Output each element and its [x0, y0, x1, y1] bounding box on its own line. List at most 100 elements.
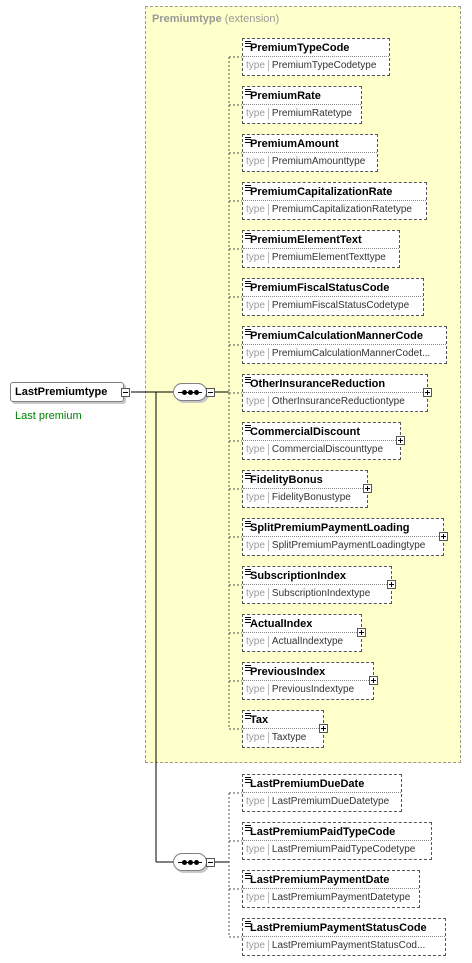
element-type: PremiumCalculationMannerCodet...	[267, 348, 431, 359]
element-marker-icon	[245, 425, 251, 431]
type-label: type	[246, 588, 265, 599]
type-label: type	[246, 796, 265, 807]
element-name: PremiumFiscalStatusCode	[243, 279, 423, 297]
element-type: PremiumFiscalStatusCodetype	[267, 300, 410, 311]
element-type: Taxtype	[267, 732, 307, 743]
element-name: PremiumCalculationMannerCode	[243, 327, 446, 345]
element-name: PremiumElementText	[243, 231, 399, 249]
sequence-bottom-collapse-icon[interactable]	[206, 858, 215, 867]
type-label: type	[246, 844, 265, 855]
expand-icon[interactable]	[363, 484, 372, 493]
element-name: PremiumRate	[243, 87, 361, 105]
element-marker-icon	[245, 873, 251, 879]
type-label: type	[246, 396, 265, 407]
type-label: type	[246, 156, 265, 167]
element-name: CommercialDiscount	[243, 423, 400, 441]
expand-icon[interactable]	[369, 676, 378, 685]
element-marker-icon	[245, 473, 251, 479]
element-type: OtherInsuranceReductiontype	[267, 396, 405, 407]
expand-icon[interactable]	[396, 436, 405, 445]
element-type: LastPremiumPaidTypeCodetype	[267, 844, 416, 855]
type-label: type	[246, 300, 265, 311]
expand-icon[interactable]	[319, 724, 328, 733]
type-label: type	[246, 204, 265, 215]
type-label: type	[246, 940, 265, 951]
sequence-top-collapse-icon[interactable]	[206, 388, 215, 397]
root-element[interactable]: LastPremiumtype	[10, 382, 124, 402]
expand-icon[interactable]	[387, 580, 396, 589]
type-label: type	[246, 492, 265, 503]
element-name: PremiumCapitalizationRate	[243, 183, 426, 201]
element-type: ActualIndextype	[267, 636, 344, 647]
extension-title: Premiumtype (extension)	[152, 13, 279, 25]
extension-name: Premiumtype	[152, 13, 222, 25]
type-label: type	[246, 732, 265, 743]
element-marker-icon	[245, 569, 251, 575]
element-name: LastPremiumPaymentStatusCode	[243, 919, 445, 937]
element-type: PremiumAmounttype	[267, 156, 366, 167]
expand-icon[interactable]	[439, 532, 448, 541]
expand-icon[interactable]	[423, 388, 432, 397]
element-marker-icon	[245, 185, 251, 191]
root-element-name: LastPremiumtype	[15, 386, 108, 398]
element-marker-icon	[245, 921, 251, 927]
element-marker-icon	[245, 41, 251, 47]
element-name: PreviousIndex	[243, 663, 373, 681]
sequence-compositor-top	[173, 383, 207, 401]
element-marker-icon	[245, 137, 251, 143]
element-type: LastPremiumDueDatetype	[267, 796, 390, 807]
element-name: PremiumTypeCode	[243, 39, 389, 57]
sequence-compositor-bottom	[173, 853, 207, 871]
type-label: type	[246, 540, 265, 551]
element-name: SplitPremiumPaymentLoading	[243, 519, 443, 537]
type-label: type	[246, 444, 265, 455]
element-marker-icon	[245, 233, 251, 239]
element-marker-icon	[245, 825, 251, 831]
expand-icon[interactable]	[357, 628, 366, 637]
element-type: PremiumCapitalizationRatetype	[267, 204, 412, 215]
type-label: type	[246, 636, 265, 647]
element-type: PremiumRatetype	[267, 108, 352, 119]
element-marker-icon	[245, 777, 251, 783]
element-marker-icon	[245, 521, 251, 527]
type-label: type	[246, 108, 265, 119]
element-type: SubscriptionIndextype	[267, 588, 371, 599]
element-name: Tax	[243, 711, 323, 729]
element-name: LastPremiumPaidTypeCode	[243, 823, 431, 841]
root-collapse-icon[interactable]	[121, 388, 130, 397]
element-marker-icon	[245, 377, 251, 383]
element-marker-icon	[245, 617, 251, 623]
